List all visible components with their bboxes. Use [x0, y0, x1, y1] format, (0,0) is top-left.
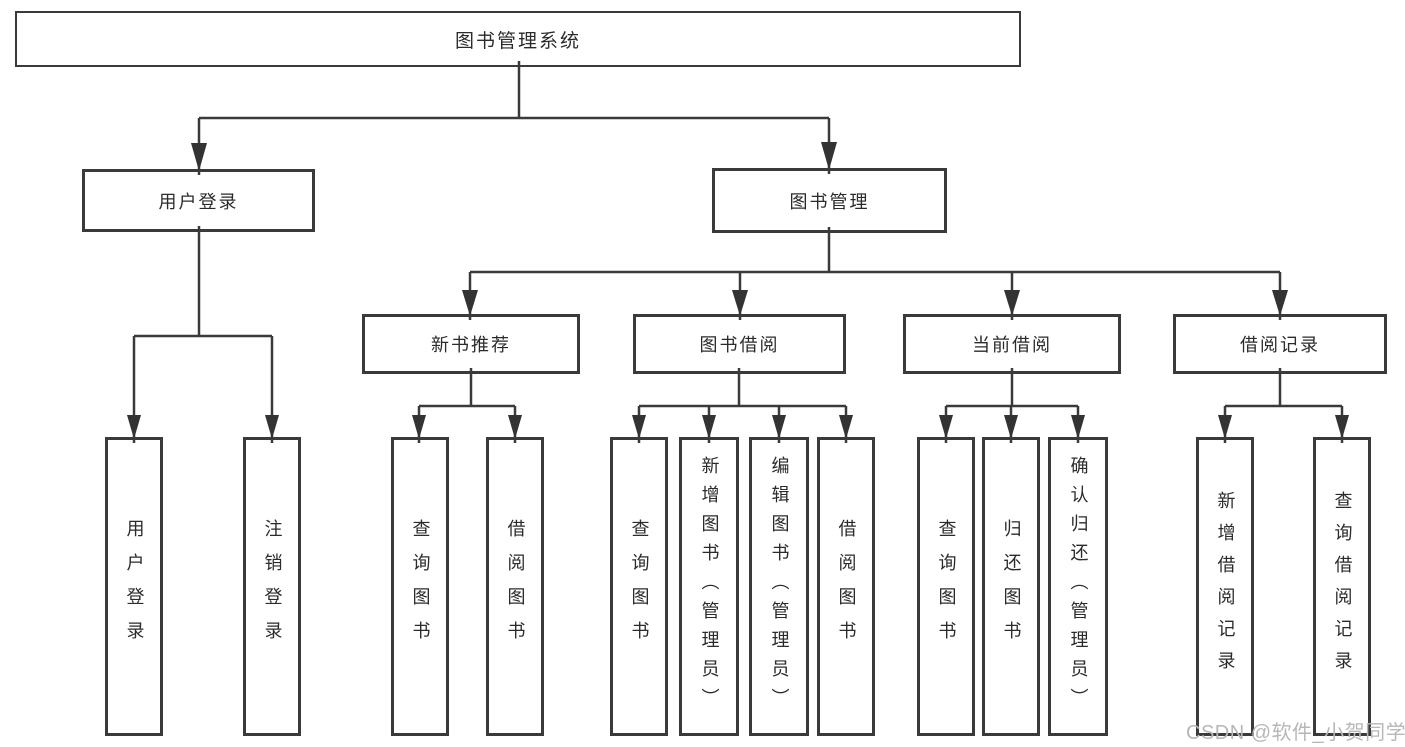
leaf-label: 归还图书 — [1001, 518, 1022, 655]
node-book-management: 图书管理 — [712, 168, 947, 233]
connector-lines — [132, 61, 1344, 443]
leaf-label: 注销登录 — [262, 518, 283, 655]
watermark: CSDN @软件_小贺同学 — [1186, 722, 1405, 744]
node-current-borrowing: 当前借阅 — [903, 314, 1121, 374]
leaf-label: 编辑图书（管理员） — [769, 456, 790, 717]
leaf-label: 新增借阅记录 — [1215, 490, 1236, 683]
leaf-label: 借阅图书 — [836, 518, 857, 655]
node-new-book-recommendation: 新书推荐 — [362, 314, 580, 374]
leaf-label: 用户登录 — [124, 518, 145, 655]
leaf-logout: 注销登录 — [243, 437, 301, 736]
leaf-confirm-return-admin: 确认归还（管理员） — [1048, 437, 1108, 736]
arrowhead-icons — [127, 142, 1349, 439]
leaf-label: 查询图书 — [410, 518, 431, 655]
leaf-borrow-books: 借阅图书 — [817, 437, 875, 736]
leaf-edit-books-admin: 编辑图书（管理员） — [749, 437, 809, 736]
leaf-user-login: 用户登录 — [105, 437, 163, 736]
leaf-return-books: 归还图书 — [982, 437, 1040, 736]
leaf-label: 借阅图书 — [505, 518, 526, 655]
leaf-add-books-admin: 新增图书（管理员） — [679, 437, 739, 736]
leaf-add-borrow-record: 新增借阅记录 — [1196, 437, 1254, 736]
node-borrowing-records: 借阅记录 — [1173, 314, 1387, 374]
leaf-query-books-borrow: 查询图书 — [610, 437, 668, 736]
node-user-login: 用户登录 — [82, 169, 315, 232]
leaf-query-books-recommend: 查询图书 — [391, 437, 449, 736]
leaf-label: 新增图书（管理员） — [699, 456, 720, 717]
leaf-query-borrow-record: 查询借阅记录 — [1313, 437, 1371, 736]
leaf-label: 查询图书 — [629, 518, 650, 655]
leaf-borrow-books-recommend: 借阅图书 — [486, 437, 544, 736]
node-library-management-system: 图书管理系统 — [15, 11, 1021, 67]
node-book-borrowing: 图书借阅 — [633, 314, 846, 374]
leaf-label: 查询借阅记录 — [1332, 490, 1353, 683]
leaf-label: 确认归还（管理员） — [1068, 456, 1089, 717]
leaf-query-books-current: 查询图书 — [917, 437, 975, 736]
leaf-label: 查询图书 — [936, 518, 957, 655]
